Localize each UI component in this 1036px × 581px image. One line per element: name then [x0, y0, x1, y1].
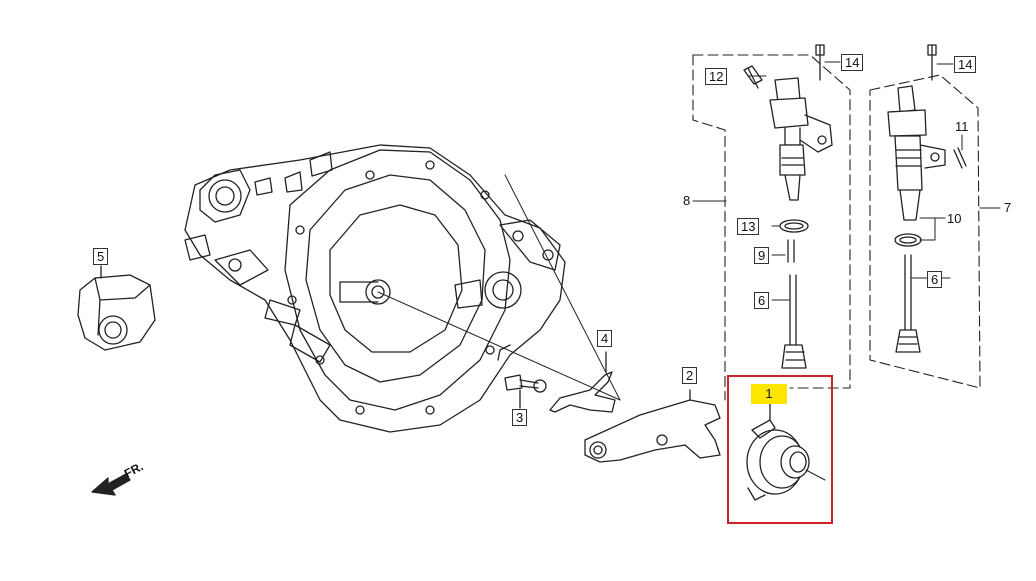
part-3-bolt: [504, 374, 547, 409]
callout-11: 11: [955, 119, 969, 134]
callout-9: 9: [754, 247, 770, 264]
transmission-housing: [184, 144, 621, 433]
dashed-group-7: [869, 74, 981, 389]
callout-4: 4: [597, 330, 613, 347]
part-1-bearing: [746, 402, 826, 501]
callout-2: 2: [682, 367, 698, 384]
callout-3: 3: [512, 409, 528, 426]
part-4-clip: [549, 351, 616, 413]
leader-lines: [692, 61, 1001, 301]
callout-6b: 6: [927, 271, 943, 288]
callout-10: 10: [947, 211, 962, 226]
speed-sensor-group-8: [743, 44, 833, 369]
callout-14a: 14: [841, 54, 864, 71]
part-2-fork: [584, 389, 721, 463]
selection-box-part-1[interactable]: [727, 375, 833, 524]
callout-6a: 6: [754, 292, 770, 309]
callout-13: 13: [737, 218, 760, 235]
dashed-group-8: [692, 54, 851, 401]
callout-8: 8: [683, 193, 691, 208]
callout-7: 7: [1004, 200, 1012, 215]
callout-1-highlight[interactable]: 1: [751, 384, 787, 404]
speed-sensor-group-7: [887, 44, 967, 353]
callout-14b: 14: [954, 56, 977, 73]
callout-12: 12: [705, 68, 728, 85]
arrow-front-icon: [91, 473, 131, 496]
callout-5: 5: [93, 248, 109, 265]
part-5-mount: [77, 265, 156, 351]
